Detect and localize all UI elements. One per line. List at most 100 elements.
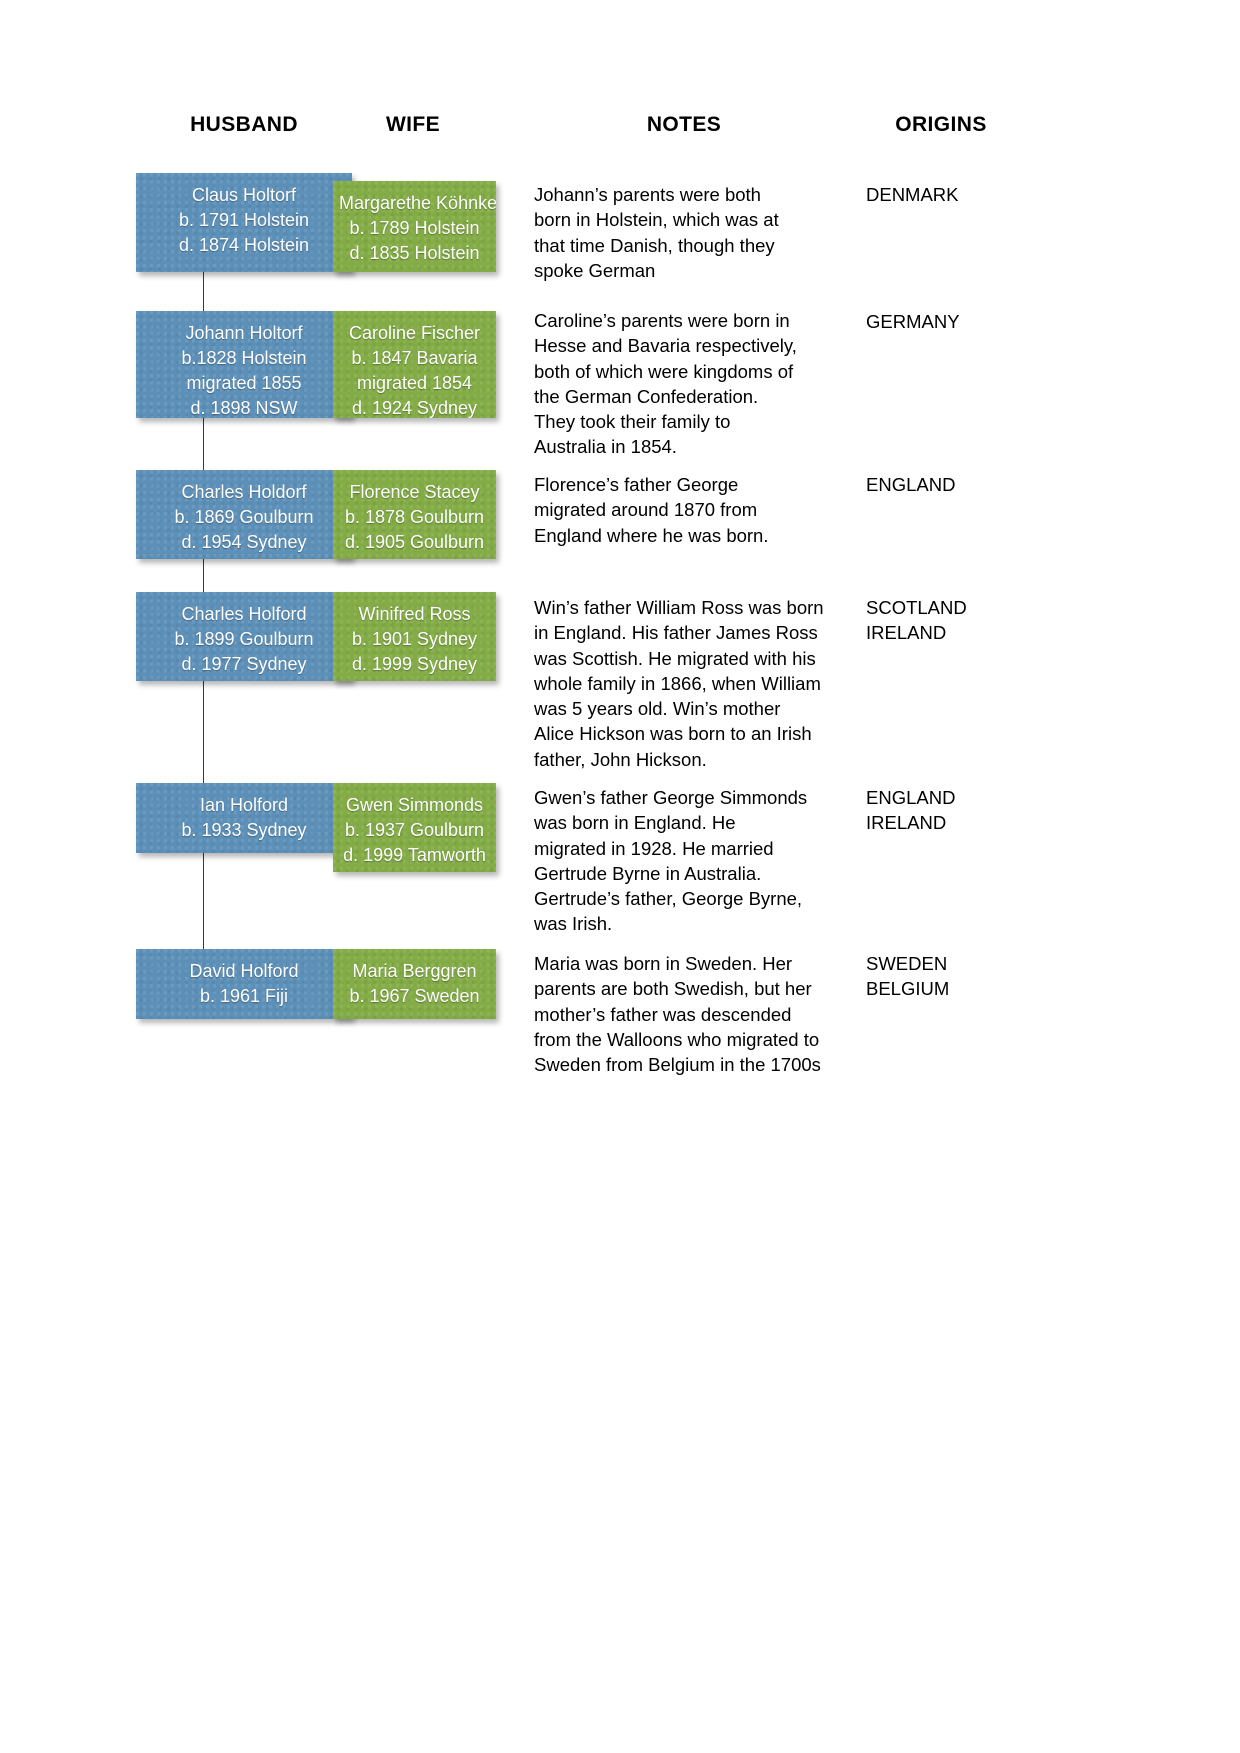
husband-name: Ian Holford [199, 795, 289, 815]
wife-name: Gwen Simmonds [345, 795, 484, 815]
descent-connector-4-5 [203, 681, 204, 794]
descent-connector-1-2 [203, 272, 204, 314]
husband-death: d. 1898 NSW [190, 398, 298, 418]
origin-line: SWEDEN [866, 953, 948, 974]
husband-birth: b. 1791 Holstein [178, 210, 310, 230]
notes-line: Alice Hickson was born to an Irish [534, 723, 812, 745]
notes-line: in England. His father James Ross [534, 622, 818, 644]
origin-line: BELGIUM [866, 978, 950, 1000]
notes-line: the German Confederation. [534, 385, 759, 407]
notes-generation-6: Maria was born in Sweden. Her parents ar… [534, 951, 846, 1077]
husband-migration: migrated 1855 [186, 373, 302, 393]
origins-generation-5: ENGLAND IRELAND [866, 785, 1046, 836]
origin-line: IRELAND [866, 622, 947, 644]
husband-name: Johann Holtorf [185, 323, 303, 343]
notes-generation-5: Gwen’s father George Simmonds was born i… [534, 785, 846, 937]
wife-box-generation-6[interactable]: Maria Berggren b. 1967 Sweden [333, 949, 496, 1019]
husband-birth: b. 1961 Fiji [199, 986, 289, 1006]
notes-line: Florence’s father George [534, 474, 739, 495]
notes-line: was Scottish. He migrated with his [534, 647, 816, 669]
wife-box-generation-5[interactable]: Gwen Simmonds b. 1937 Goulburn d. 1999 T… [333, 783, 496, 872]
origin-line: IRELAND [866, 812, 947, 834]
notes-line: Sweden from Belgium in the 1700s [534, 1054, 821, 1076]
notes-generation-3: Florence’s father George migrated around… [534, 472, 846, 548]
descent-connector-5-6 [203, 853, 204, 960]
column-header-wife: WIFE [385, 113, 441, 136]
wife-box-generation-3[interactable]: Florence Stacey b. 1878 Goulburn d. 1905… [333, 470, 496, 559]
wife-birth: b. 1937 Goulburn [344, 820, 485, 840]
husband-death: d. 1977 Sydney [181, 654, 307, 674]
wife-migration: migrated 1854 [356, 373, 473, 393]
husband-box-generation-2[interactable]: Johann Holtorf b.1828 Holstein migrated … [136, 311, 352, 418]
notes-line: Gertrude’s father, George Byrne, [534, 888, 803, 910]
origins-generation-4: SCOTLAND IRELAND [866, 595, 1046, 646]
husband-box-generation-1[interactable]: Claus Holtorf b. 1791 Holstein d. 1874 H… [136, 173, 352, 272]
husband-box-generation-5[interactable]: Ian Holford b. 1933 Sydney [136, 783, 352, 853]
wife-name: Winifred Ross [358, 604, 471, 624]
origins-generation-2: GERMANY [866, 309, 1046, 334]
notes-line: whole family in 1866, when William [534, 672, 821, 694]
notes-line: migrated around 1870 from [534, 499, 758, 521]
column-header-notes: NOTES [646, 113, 722, 136]
notes-line: parents are both Swedish, but her [534, 978, 812, 1000]
husband-box-generation-4[interactable]: Charles Holford b. 1899 Goulburn d. 1977… [136, 592, 352, 681]
wife-box-generation-2[interactable]: Caroline Fischer b. 1847 Bavaria migrate… [333, 311, 496, 418]
notes-line: mother’s father was descended [534, 1003, 792, 1025]
wife-name: Caroline Fischer [348, 323, 481, 343]
origin-line: GERMANY [866, 311, 960, 332]
origins-generation-6: SWEDEN BELGIUM [866, 951, 1046, 1002]
husband-birth: b. 1899 Goulburn [174, 629, 314, 649]
notes-line: was 5 years old. Win’s mother [534, 698, 781, 720]
husband-name: Charles Holford [181, 604, 307, 624]
column-header-origins: ORIGINS [895, 113, 987, 136]
wife-birth: b. 1789 Holstein [349, 218, 480, 238]
wife-name: Florence Stacey [349, 482, 480, 502]
wife-death: d. 1905 Goulburn [344, 532, 485, 552]
wife-death: d. 1999 Sydney [351, 654, 478, 674]
origins-generation-3: ENGLAND [866, 472, 1046, 497]
notes-line: Caroline’s parents were born in [534, 310, 790, 331]
descent-connector-2-3 [203, 418, 204, 470]
notes-generation-2: Caroline’s parents were born in Hesse an… [534, 308, 846, 460]
husband-birth: b.1828 Holstein [181, 348, 307, 368]
notes-line: Gwen’s father George Simmonds [534, 787, 808, 808]
notes-generation-1: Johann’s parents were both born in Holst… [534, 182, 846, 283]
husband-death: d. 1874 Holstein [178, 235, 310, 255]
husband-name: Claus Holtorf [191, 185, 297, 205]
origins-generation-1: DENMARK [866, 182, 1046, 207]
notes-line: migrated in 1928. He married [534, 837, 774, 859]
wife-name: Margarethe Köhnke [339, 193, 496, 213]
husband-birth: b. 1933 Sydney [181, 820, 307, 840]
husband-box-generation-6[interactable]: David Holford b. 1961 Fiji [136, 949, 352, 1019]
wife-death: d. 1835 Holstein [349, 243, 480, 263]
wife-death: d. 1999 Tamworth [343, 845, 486, 865]
notes-line: spoke German [534, 259, 656, 281]
husband-name: David Holford [189, 961, 299, 981]
wife-birth: b. 1901 Sydney [351, 629, 478, 649]
notes-line: They took their family to [534, 411, 731, 433]
origin-line: DENMARK [866, 184, 959, 205]
husband-birth: b. 1869 Goulburn [174, 507, 314, 527]
column-header-husband: HUSBAND [190, 113, 298, 136]
notes-line: England where he was born. [534, 524, 769, 546]
wife-box-generation-1[interactable]: Margarethe Köhnke b. 1789 Holstein d. 18… [333, 181, 496, 272]
notes-line: that time Danish, though they [534, 234, 775, 256]
notes-line: was born in England. He [534, 812, 736, 834]
origin-line: SCOTLAND [866, 597, 967, 618]
husband-death: d. 1954 Sydney [181, 532, 307, 552]
notes-line: Gertrude Byrne in Australia. [534, 862, 762, 884]
notes-line: Win’s father William Ross was born [534, 597, 824, 618]
wife-box-generation-4[interactable]: Winifred Ross b. 1901 Sydney d. 1999 Syd… [333, 592, 496, 681]
notes-line: Johann’s parents were both [534, 184, 761, 205]
descent-connector-3-4 [203, 559, 204, 605]
notes-line: father, John Hickson. [534, 748, 707, 770]
notes-line: Maria was born in Sweden. Her [534, 953, 793, 974]
wife-birth: b. 1847 Bavaria [351, 348, 478, 368]
husband-name: Charles Holdorf [181, 482, 307, 502]
wife-death: d. 1924 Sydney [351, 398, 478, 418]
husband-box-generation-3[interactable]: Charles Holdorf b. 1869 Goulburn d. 1954… [136, 470, 352, 559]
origin-line: ENGLAND [866, 787, 956, 808]
notes-generation-4: Win’s father William Ross was born in En… [534, 595, 846, 772]
notes-line: born in Holstein, which was at [534, 209, 779, 231]
